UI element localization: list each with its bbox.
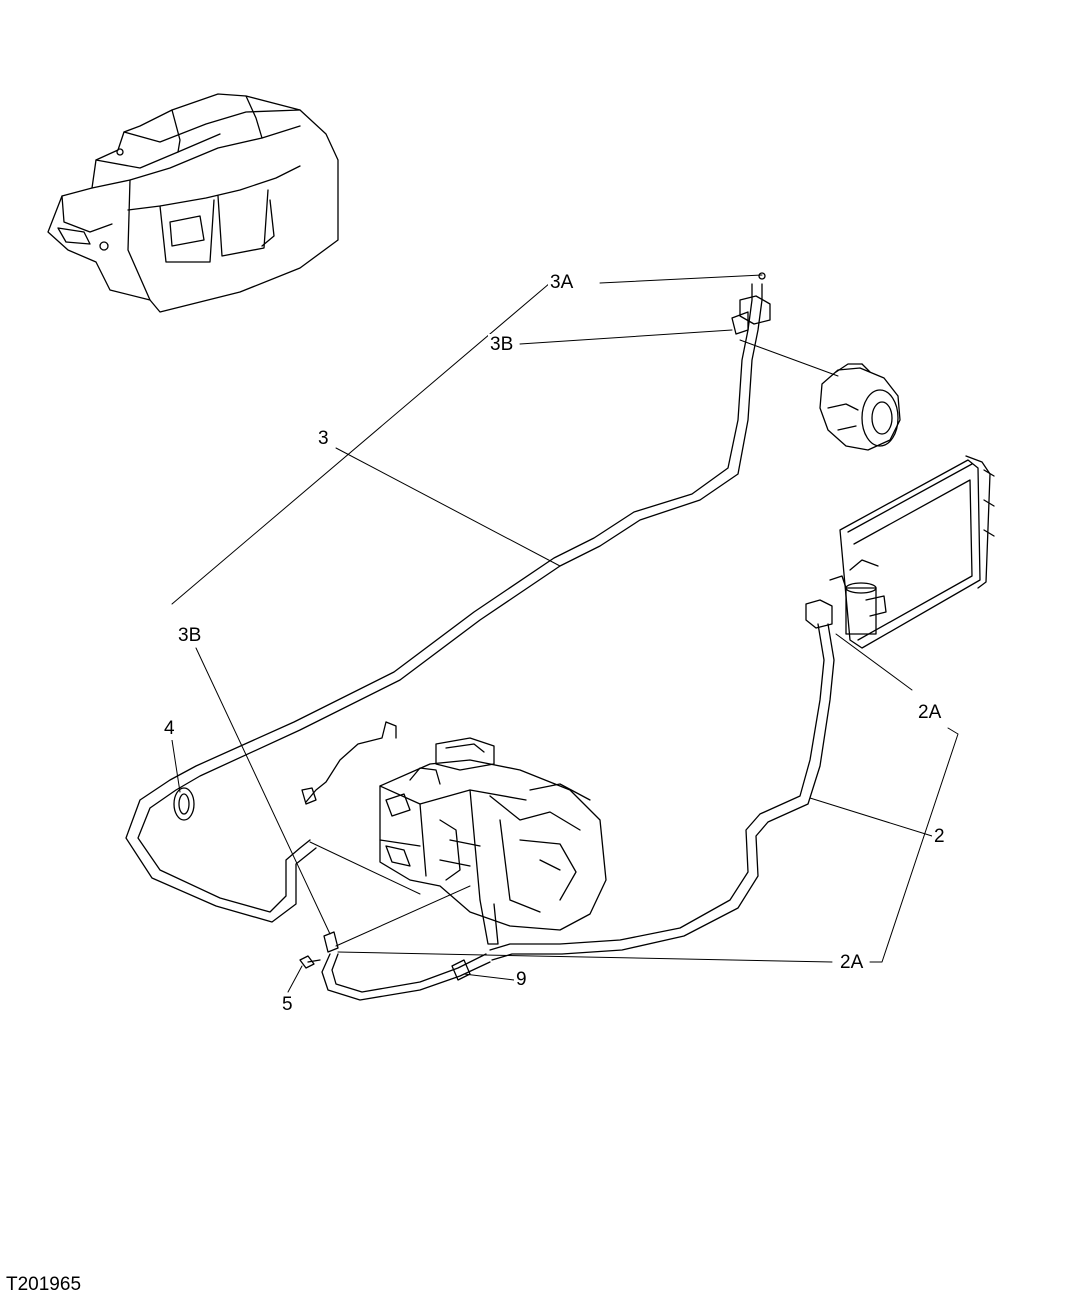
wire-harness — [301, 721, 441, 805]
callout-2: 2 — [932, 826, 947, 848]
condenser-icon — [829, 455, 995, 649]
callout-3A-top: 3A — [548, 272, 576, 294]
callout-2A-lower: 2A — [838, 952, 866, 974]
callout-3: 3 — [316, 428, 331, 450]
figure-id: T201965 — [6, 1274, 82, 1295]
hvac-unit-icon — [379, 737, 607, 945]
liquid-line-hose — [489, 599, 835, 961]
callout-9: 9 — [514, 969, 529, 991]
hose-clamp-icon — [173, 787, 195, 821]
callout-4: 4 — [162, 718, 177, 740]
callout-3B-left: 3B — [176, 625, 204, 647]
ac-compressor-icon — [819, 363, 901, 451]
machine-overview-icon — [47, 93, 339, 313]
leader-lines — [171, 274, 959, 993]
fitting-icon — [299, 955, 321, 969]
drain-hose — [321, 931, 491, 1001]
callout-5: 5 — [280, 994, 295, 1016]
callout-2A-upper: 2A — [916, 702, 944, 724]
discharge-hose — [125, 272, 771, 923]
callout-3B-top: 3B — [488, 334, 516, 356]
